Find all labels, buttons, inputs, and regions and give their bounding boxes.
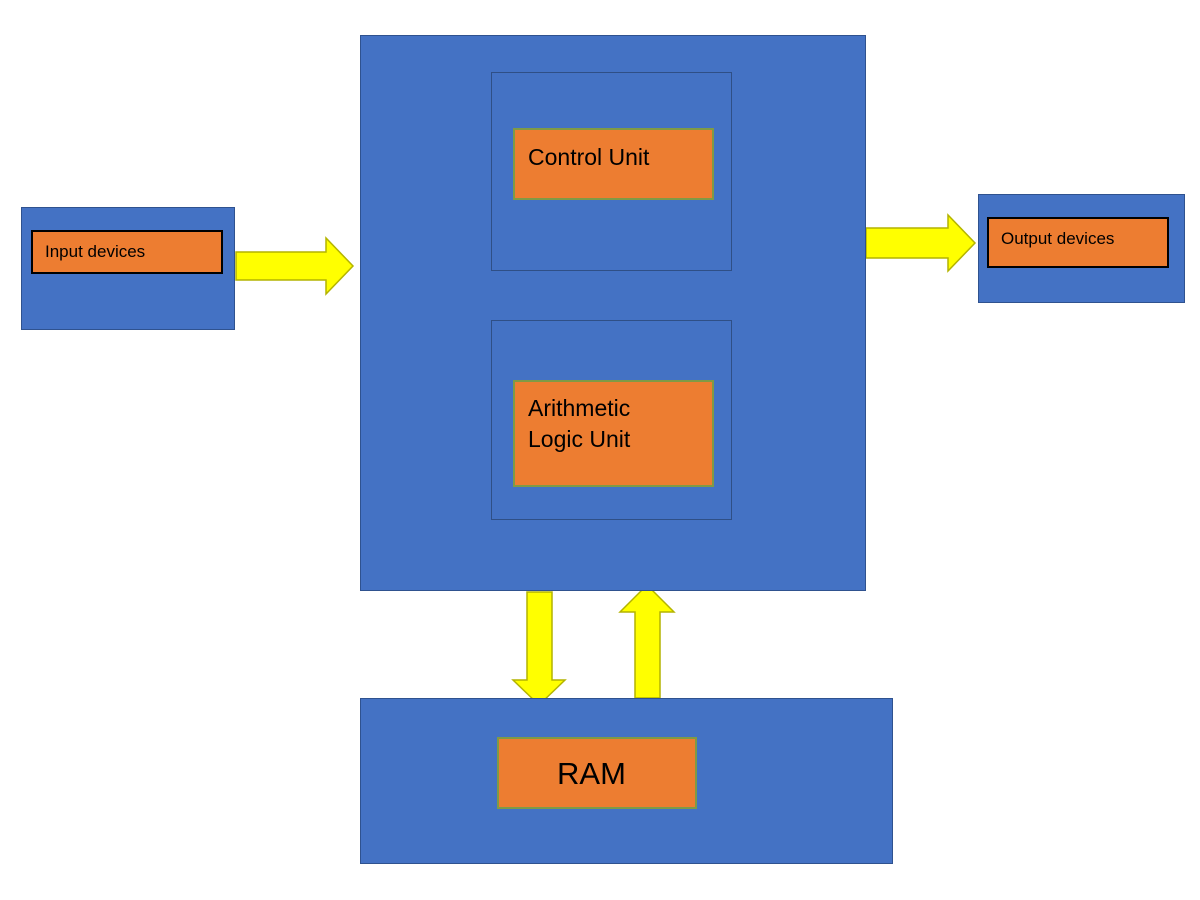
arrow-cpu-to-ram	[511, 591, 567, 707]
alu-label-line1: Arithmetic	[528, 395, 631, 421]
control-unit-container: Control Unit	[491, 72, 732, 271]
ram-label: RAM	[557, 756, 626, 791]
control-unit-text: Control Unit	[528, 144, 650, 170]
input-devices-block: Input devices	[21, 207, 235, 330]
input-devices-label-box: Input devices	[31, 230, 223, 274]
ram-block: RAM	[360, 698, 893, 864]
cpu-block: Control Unit Arithmetic Logic Unit	[360, 35, 866, 591]
output-devices-label: Output devices	[1001, 229, 1115, 248]
arrow-input-to-cpu	[235, 236, 355, 296]
output-devices-label-box: Output devices	[987, 217, 1169, 268]
alu-box: Arithmetic Logic Unit	[513, 380, 714, 487]
input-devices-label: Input devices	[45, 242, 146, 261]
alu-label-line2: Logic Unit	[528, 426, 631, 453]
arrow-ram-to-cpu	[618, 583, 676, 699]
ram-box: RAM	[497, 737, 697, 809]
arrow-cpu-to-output	[865, 213, 977, 273]
output-devices-block: Output devices	[978, 194, 1185, 303]
control-unit-box: Control Unit	[513, 128, 714, 200]
alu-container: Arithmetic Logic Unit	[491, 320, 732, 520]
